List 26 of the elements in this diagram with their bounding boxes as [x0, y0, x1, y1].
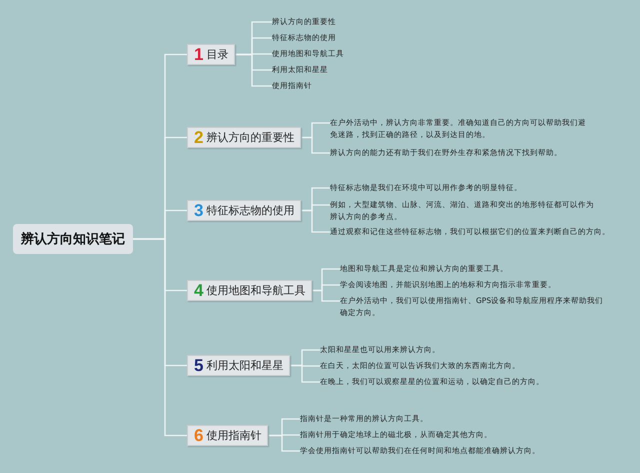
topic-number: 1 [194, 45, 204, 64]
topic-title: 目录 [206, 47, 228, 62]
connector-line [301, 136, 330, 154]
topic-title: 使用地图和导航工具 [206, 283, 306, 298]
topic-box [187, 280, 312, 301]
topic-number: 3 [194, 201, 204, 220]
connector-line [312, 290, 340, 302]
topic-box [187, 355, 290, 376]
topic-number: 6 [194, 426, 204, 445]
root-box: 辨认方向知识笔记 [13, 224, 133, 254]
connector-line [268, 434, 300, 452]
topic-number: 5 [194, 356, 204, 375]
topic-box [187, 44, 236, 65]
topic-box [187, 425, 268, 446]
topic-title: 使用指南针 [206, 428, 262, 443]
topic-box [187, 127, 302, 148]
topic-title: 利用太阳和星星 [206, 358, 284, 373]
connector-line [290, 364, 320, 383]
connector-line [235, 54, 272, 87]
topic-number: 4 [194, 281, 204, 300]
topic-title: 特征标志物的使用 [206, 203, 294, 218]
topic-number: 2 [194, 128, 204, 147]
topic-box [187, 200, 302, 221]
connector-line [133, 238, 187, 436]
topic-title: 辨认方向的重要性 [206, 130, 294, 145]
connector-line [301, 210, 330, 233]
